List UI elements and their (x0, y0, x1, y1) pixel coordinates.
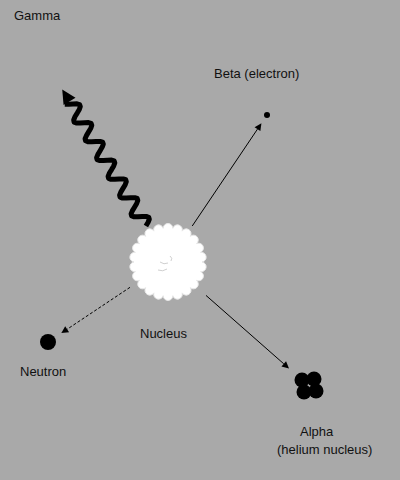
nucleus: Nucleus (130, 226, 206, 298)
particle-label: Alpha (300, 424, 333, 440)
neutron-particle: Neutron (38, 332, 58, 352)
beta-particle: Beta (electron) (262, 110, 272, 120)
gamma-target-shape (44, 66, 64, 86)
particle-label: (helium nucleus) (277, 442, 372, 458)
emission-arrow (192, 123, 261, 226)
alpha-particle-shape (292, 370, 326, 402)
nucleus-shape (130, 226, 206, 298)
gamma-wave (62, 89, 149, 226)
beta-particle-shape (262, 110, 272, 120)
emission-arrow (206, 295, 289, 368)
emission-arrow (61, 287, 130, 333)
particle-label: Beta (electron) (214, 66, 299, 82)
particle-label: Gamma (14, 8, 60, 24)
gamma-target: Gamma (44, 66, 64, 86)
particle-label: Nucleus (140, 326, 187, 342)
alpha-particle: Alpha(helium nucleus) (292, 370, 326, 402)
particle-label: Neutron (20, 364, 66, 380)
neutron-particle-shape (38, 332, 58, 352)
